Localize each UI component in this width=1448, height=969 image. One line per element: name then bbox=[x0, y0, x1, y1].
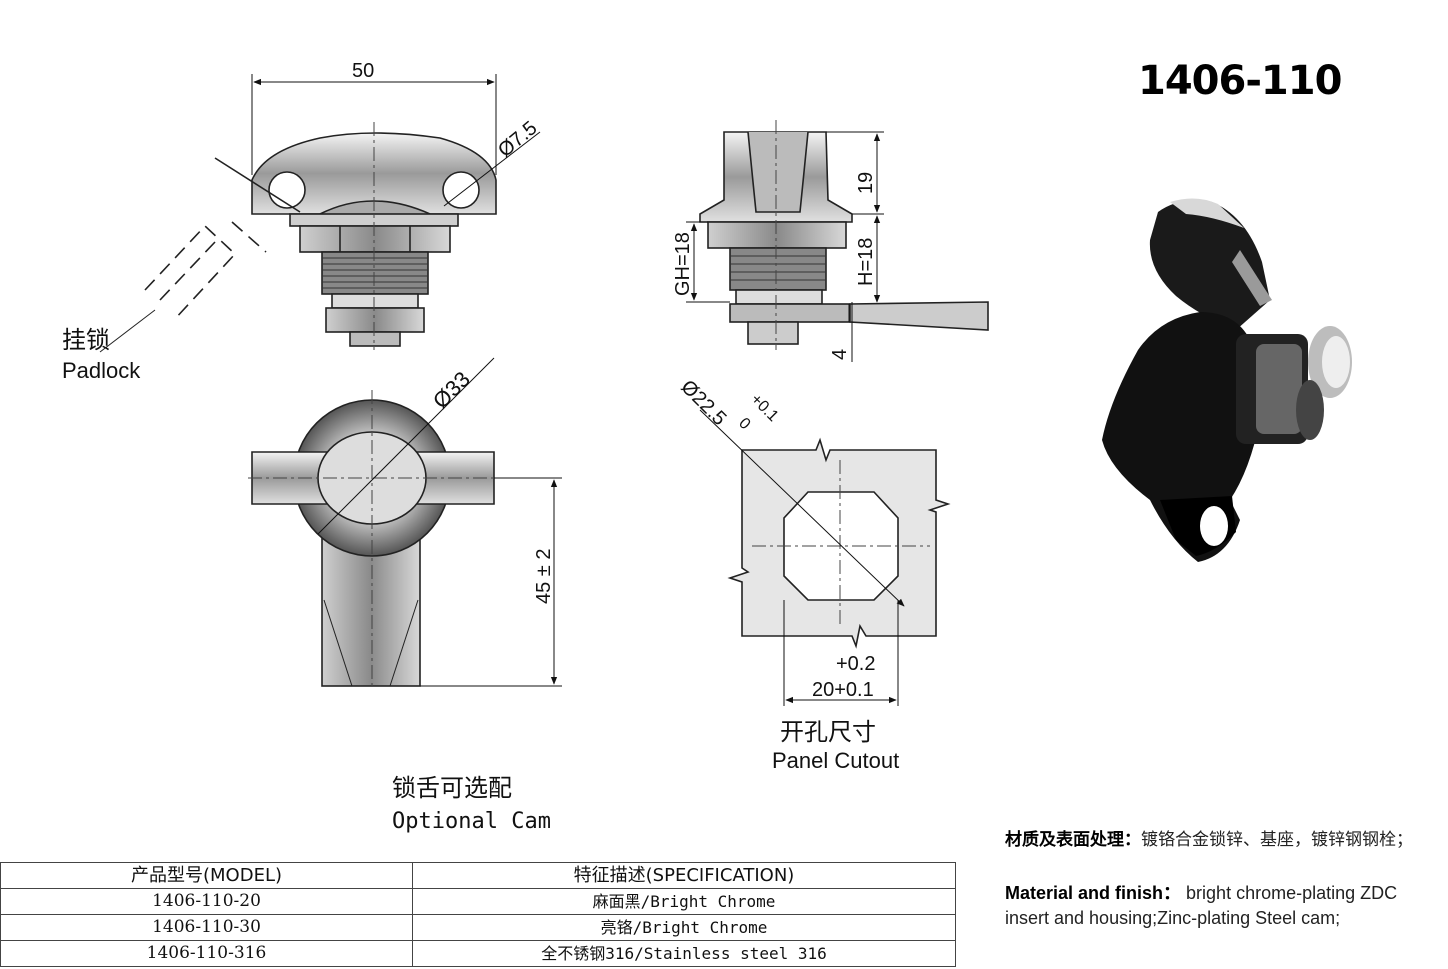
dim-19-label: 19 bbox=[855, 172, 877, 194]
panel-cutout-dims bbox=[699, 409, 905, 706]
spec-cell: 全不锈钢316/Stainless steel 316 bbox=[412, 940, 956, 967]
cutout-dia-tol-lower: 0 bbox=[735, 415, 753, 433]
model-cell: 1406-110-20 bbox=[0, 888, 413, 915]
optional-cam-cn-label: 锁舌可选配 bbox=[392, 775, 512, 802]
padlock-ghost bbox=[99, 157, 301, 353]
material-en: Material and finish： bright chrome-plati… bbox=[1005, 881, 1435, 931]
dim-50-label: 50 bbox=[352, 60, 374, 82]
top-view bbox=[248, 390, 500, 690]
material-info: 材质及表面处理：镀铬合金锁锌、基座，镀锌钢钢栓； Material and fi… bbox=[1005, 828, 1435, 931]
spec-cell: 亮铬/Bright Chrome bbox=[412, 914, 956, 941]
front-view bbox=[251, 122, 497, 350]
padlock-en-label: Padlock bbox=[62, 358, 141, 383]
material-en-label: Material and finish： bbox=[1005, 883, 1182, 903]
material-cn-text: 镀铬合金锁锌、基座，镀锌钢钢栓； bbox=[1141, 830, 1413, 850]
spec-cell: 麻面黑/Bright Chrome bbox=[412, 888, 956, 915]
dim-gh-18-label: GH=18 bbox=[672, 232, 694, 296]
table-row: 1406-110-30 亮铬/Bright Chrome bbox=[0, 914, 956, 941]
dim-dia-7-5-label: Ø7.5 bbox=[494, 117, 541, 162]
dim-50 bbox=[251, 74, 541, 207]
dim-h-18-label: H=18 bbox=[855, 238, 877, 286]
product-code-title: 1406-110 bbox=[1138, 58, 1342, 104]
top-view-dims bbox=[317, 357, 562, 687]
table-row: 1406-110-20 麻面黑/Bright Chrome bbox=[0, 888, 956, 915]
cutout-tol-label: +0.2 bbox=[836, 653, 875, 675]
header-specification: 特征描述(SPECIFICATION) bbox=[412, 862, 956, 889]
side-view-dims bbox=[686, 131, 884, 362]
dim-4-label: 4 bbox=[829, 349, 851, 360]
optional-cam-en-label: Optional Cam bbox=[392, 809, 551, 834]
model-cell: 1406-110-316 bbox=[0, 940, 413, 967]
material-cn: 材质及表面处理：镀铬合金锁锌、基座，镀锌钢钢栓； bbox=[1005, 828, 1435, 853]
material-en-text: bright chrome-plating ZDC insert and hou… bbox=[1005, 883, 1398, 928]
model-cell: 1406-110-30 bbox=[0, 914, 413, 941]
product-render bbox=[1102, 198, 1352, 562]
header-model: 产品型号(MODEL) bbox=[0, 862, 413, 889]
spec-table: 产品型号(MODEL) 特征描述(SPECIFICATION) 1406-110… bbox=[0, 862, 956, 967]
dim-dia-33-label: Ø33 bbox=[428, 366, 475, 413]
table-row: 1406-110-316 全不锈钢316/Stainless steel 316 bbox=[0, 940, 956, 967]
side-view bbox=[699, 120, 989, 350]
material-cn-label: 材质及表面处理： bbox=[1005, 830, 1141, 850]
cutout-en-label: Panel Cutout bbox=[772, 748, 899, 773]
cutout-width-label: 20+0.1 bbox=[812, 679, 874, 701]
cutout-cn-label: 开孔尺寸 bbox=[780, 719, 876, 746]
padlock-cn-label: 挂锁 bbox=[62, 327, 110, 354]
dim-45-label: 45 ± 2 bbox=[533, 549, 555, 604]
cutout-dia-label: Ø22.5 bbox=[676, 376, 730, 430]
table-header-row: 产品型号(MODEL) 特征描述(SPECIFICATION) bbox=[0, 862, 956, 889]
